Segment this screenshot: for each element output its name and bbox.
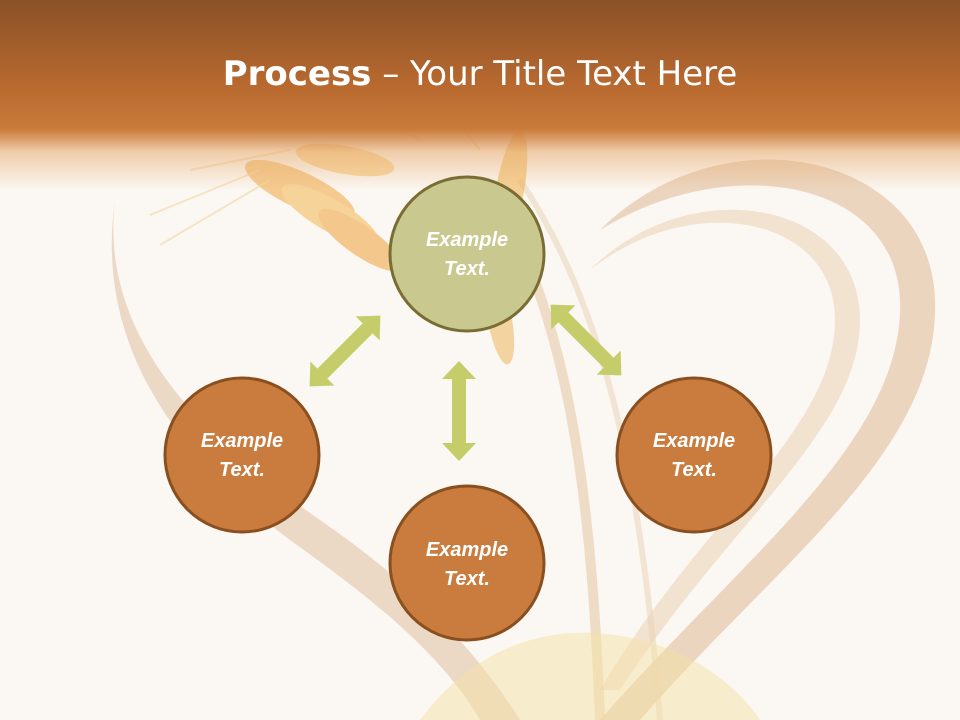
node-bottom-line2: Text. bbox=[444, 568, 490, 590]
double-arrow-vertical bbox=[442, 361, 476, 461]
node-left-line1: Example bbox=[201, 430, 283, 452]
process-node-bottom: Example Text. bbox=[388, 484, 546, 642]
slide-title: Process – Your Title Text Here bbox=[0, 52, 960, 96]
title-bold: Process bbox=[222, 54, 372, 94]
heart-right-stroke bbox=[600, 159, 936, 720]
node-left-line2: Text. bbox=[219, 459, 265, 481]
process-node-left: Example Text. bbox=[163, 376, 321, 534]
title-rest: – Your Title Text Here bbox=[371, 54, 738, 94]
double-arrow-upper-right bbox=[550, 304, 622, 376]
process-node-center: Example Text. bbox=[388, 175, 546, 333]
node-center-line2: Text. bbox=[444, 258, 490, 280]
heart-right-inner-stroke bbox=[590, 209, 860, 690]
node-bottom-line1: Example bbox=[426, 539, 508, 561]
node-right-line1: Example bbox=[653, 430, 735, 452]
arrows bbox=[309, 304, 622, 461]
double-arrow-upper-left bbox=[309, 315, 381, 387]
wheat-stem bbox=[517, 178, 663, 720]
node-right-line2: Text. bbox=[671, 459, 717, 481]
process-node-right: Example Text. bbox=[615, 376, 773, 534]
title-bar bbox=[0, 0, 960, 190]
bottom-swoosh bbox=[420, 632, 760, 720]
node-center-line1: Example bbox=[426, 229, 508, 251]
